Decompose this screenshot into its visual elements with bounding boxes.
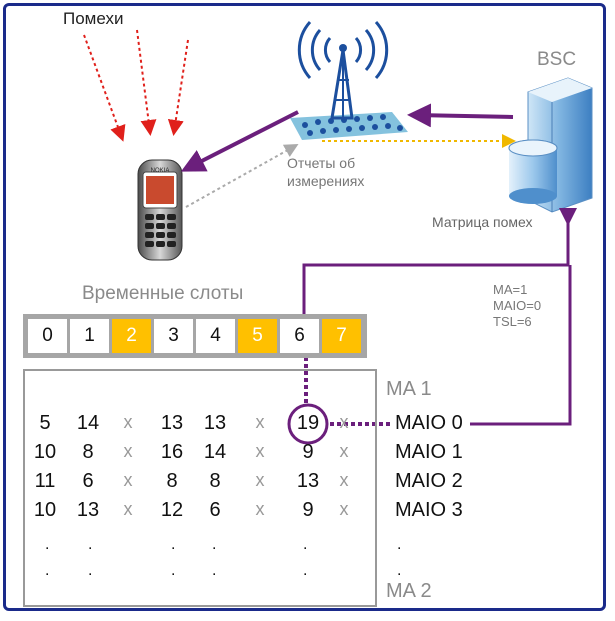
table-cell: x <box>255 441 265 461</box>
continuation-dot: . <box>171 536 176 553</box>
timeslot-0: 0 <box>28 319 67 353</box>
maio-label: MAIO 1 <box>395 441 463 463</box>
table-cell: x <box>339 470 349 490</box>
continuation-dot: . <box>397 562 402 579</box>
table-cell: 13 <box>160 412 184 434</box>
timeslot-3: 3 <box>154 319 193 353</box>
table-cell: 9 <box>302 441 314 463</box>
table-cell: x <box>123 441 133 461</box>
table-cell: 13 <box>76 499 100 521</box>
continuation-dot: . <box>45 562 50 579</box>
table-cell: x <box>339 412 349 432</box>
table-cell: 16 <box>160 441 184 463</box>
selected-cell-circle <box>287 403 329 445</box>
table-cell: x <box>255 499 265 519</box>
table-cell: 8 <box>82 441 94 463</box>
maio-label: MAIO 0 <box>395 412 463 434</box>
continuation-dot: . <box>45 536 50 553</box>
maio-label: MAIO 3 <box>395 499 463 521</box>
continuation-dot: . <box>212 536 217 553</box>
table-cell: 14 <box>76 412 100 434</box>
bts-to-phone-arrow <box>180 110 299 172</box>
table-cell: 12 <box>160 499 184 521</box>
timeslot-7: 7 <box>322 319 361 353</box>
timeslot-6: 6 <box>280 319 319 353</box>
continuation-dot: . <box>397 536 402 553</box>
timeslot-row: 0 1 2 3 4 5 6 7 <box>23 314 367 358</box>
continuation-dot: . <box>212 562 217 579</box>
continuation-dot: . <box>303 536 308 553</box>
bsc-server-icon <box>508 77 593 213</box>
mobile-phone-icon: NOKIA <box>137 159 183 261</box>
bsc-to-bts-arrow <box>407 103 514 128</box>
maio-label: MAIO 2 <box>395 470 463 492</box>
table-cell: x <box>339 441 349 461</box>
svg-text:NOKIA: NOKIA <box>151 168 170 174</box>
table-cell: x <box>255 412 265 432</box>
continuation-dot: . <box>88 562 93 579</box>
measurement-reports-label: Отчеты об измерениях <box>287 155 365 189</box>
table-cell: x <box>123 412 133 432</box>
phone-to-bts-report-arrow <box>185 144 299 208</box>
table-cell: 6 <box>209 499 221 521</box>
bsc-label: BSC <box>537 49 577 70</box>
table-cell: 10 <box>33 441 57 463</box>
table-cell: 11 <box>34 470 56 492</box>
ma-params-label: MA=1 MAIO=0 TSL=6 <box>493 282 542 329</box>
diagram-frame <box>3 3 606 611</box>
interference-matrix-label: Матрица помех <box>432 214 533 230</box>
table-cell: x <box>123 470 133 490</box>
maio-link-line <box>470 265 572 426</box>
table-cell: 8 <box>209 470 221 492</box>
table-cell: x <box>339 499 349 519</box>
table-cell: 6 <box>82 470 94 492</box>
table-cell: 14 <box>203 441 227 463</box>
ma1-label: MA 1 <box>386 378 432 400</box>
timeslots-title: Временные слоты <box>82 283 244 304</box>
table-cell: 19 <box>296 412 320 434</box>
table-cell: 9 <box>302 499 314 521</box>
table-cell: x <box>255 470 265 490</box>
timeslot-5: 5 <box>238 319 277 353</box>
table-cell: 8 <box>166 470 178 492</box>
timeslot-1: 1 <box>70 319 109 353</box>
table-cell: 10 <box>33 499 57 521</box>
ma2-label: MA 2 <box>386 580 432 602</box>
interference-arrows <box>83 29 189 142</box>
continuation-dot: . <box>303 562 308 579</box>
table-cell: 13 <box>203 412 227 434</box>
base-station-icon <box>290 21 408 140</box>
table-cell: x <box>123 499 133 519</box>
continuation-dot: . <box>88 536 93 553</box>
timeslot-4: 4 <box>196 319 235 353</box>
matrix-link-line <box>302 208 577 316</box>
timeslot-2: 2 <box>112 319 151 353</box>
interference-table-box <box>23 369 377 607</box>
table-cell: 5 <box>39 412 51 434</box>
interference-label: Помехи <box>63 9 124 28</box>
table-cell: 13 <box>296 470 320 492</box>
continuation-dot: . <box>171 562 176 579</box>
